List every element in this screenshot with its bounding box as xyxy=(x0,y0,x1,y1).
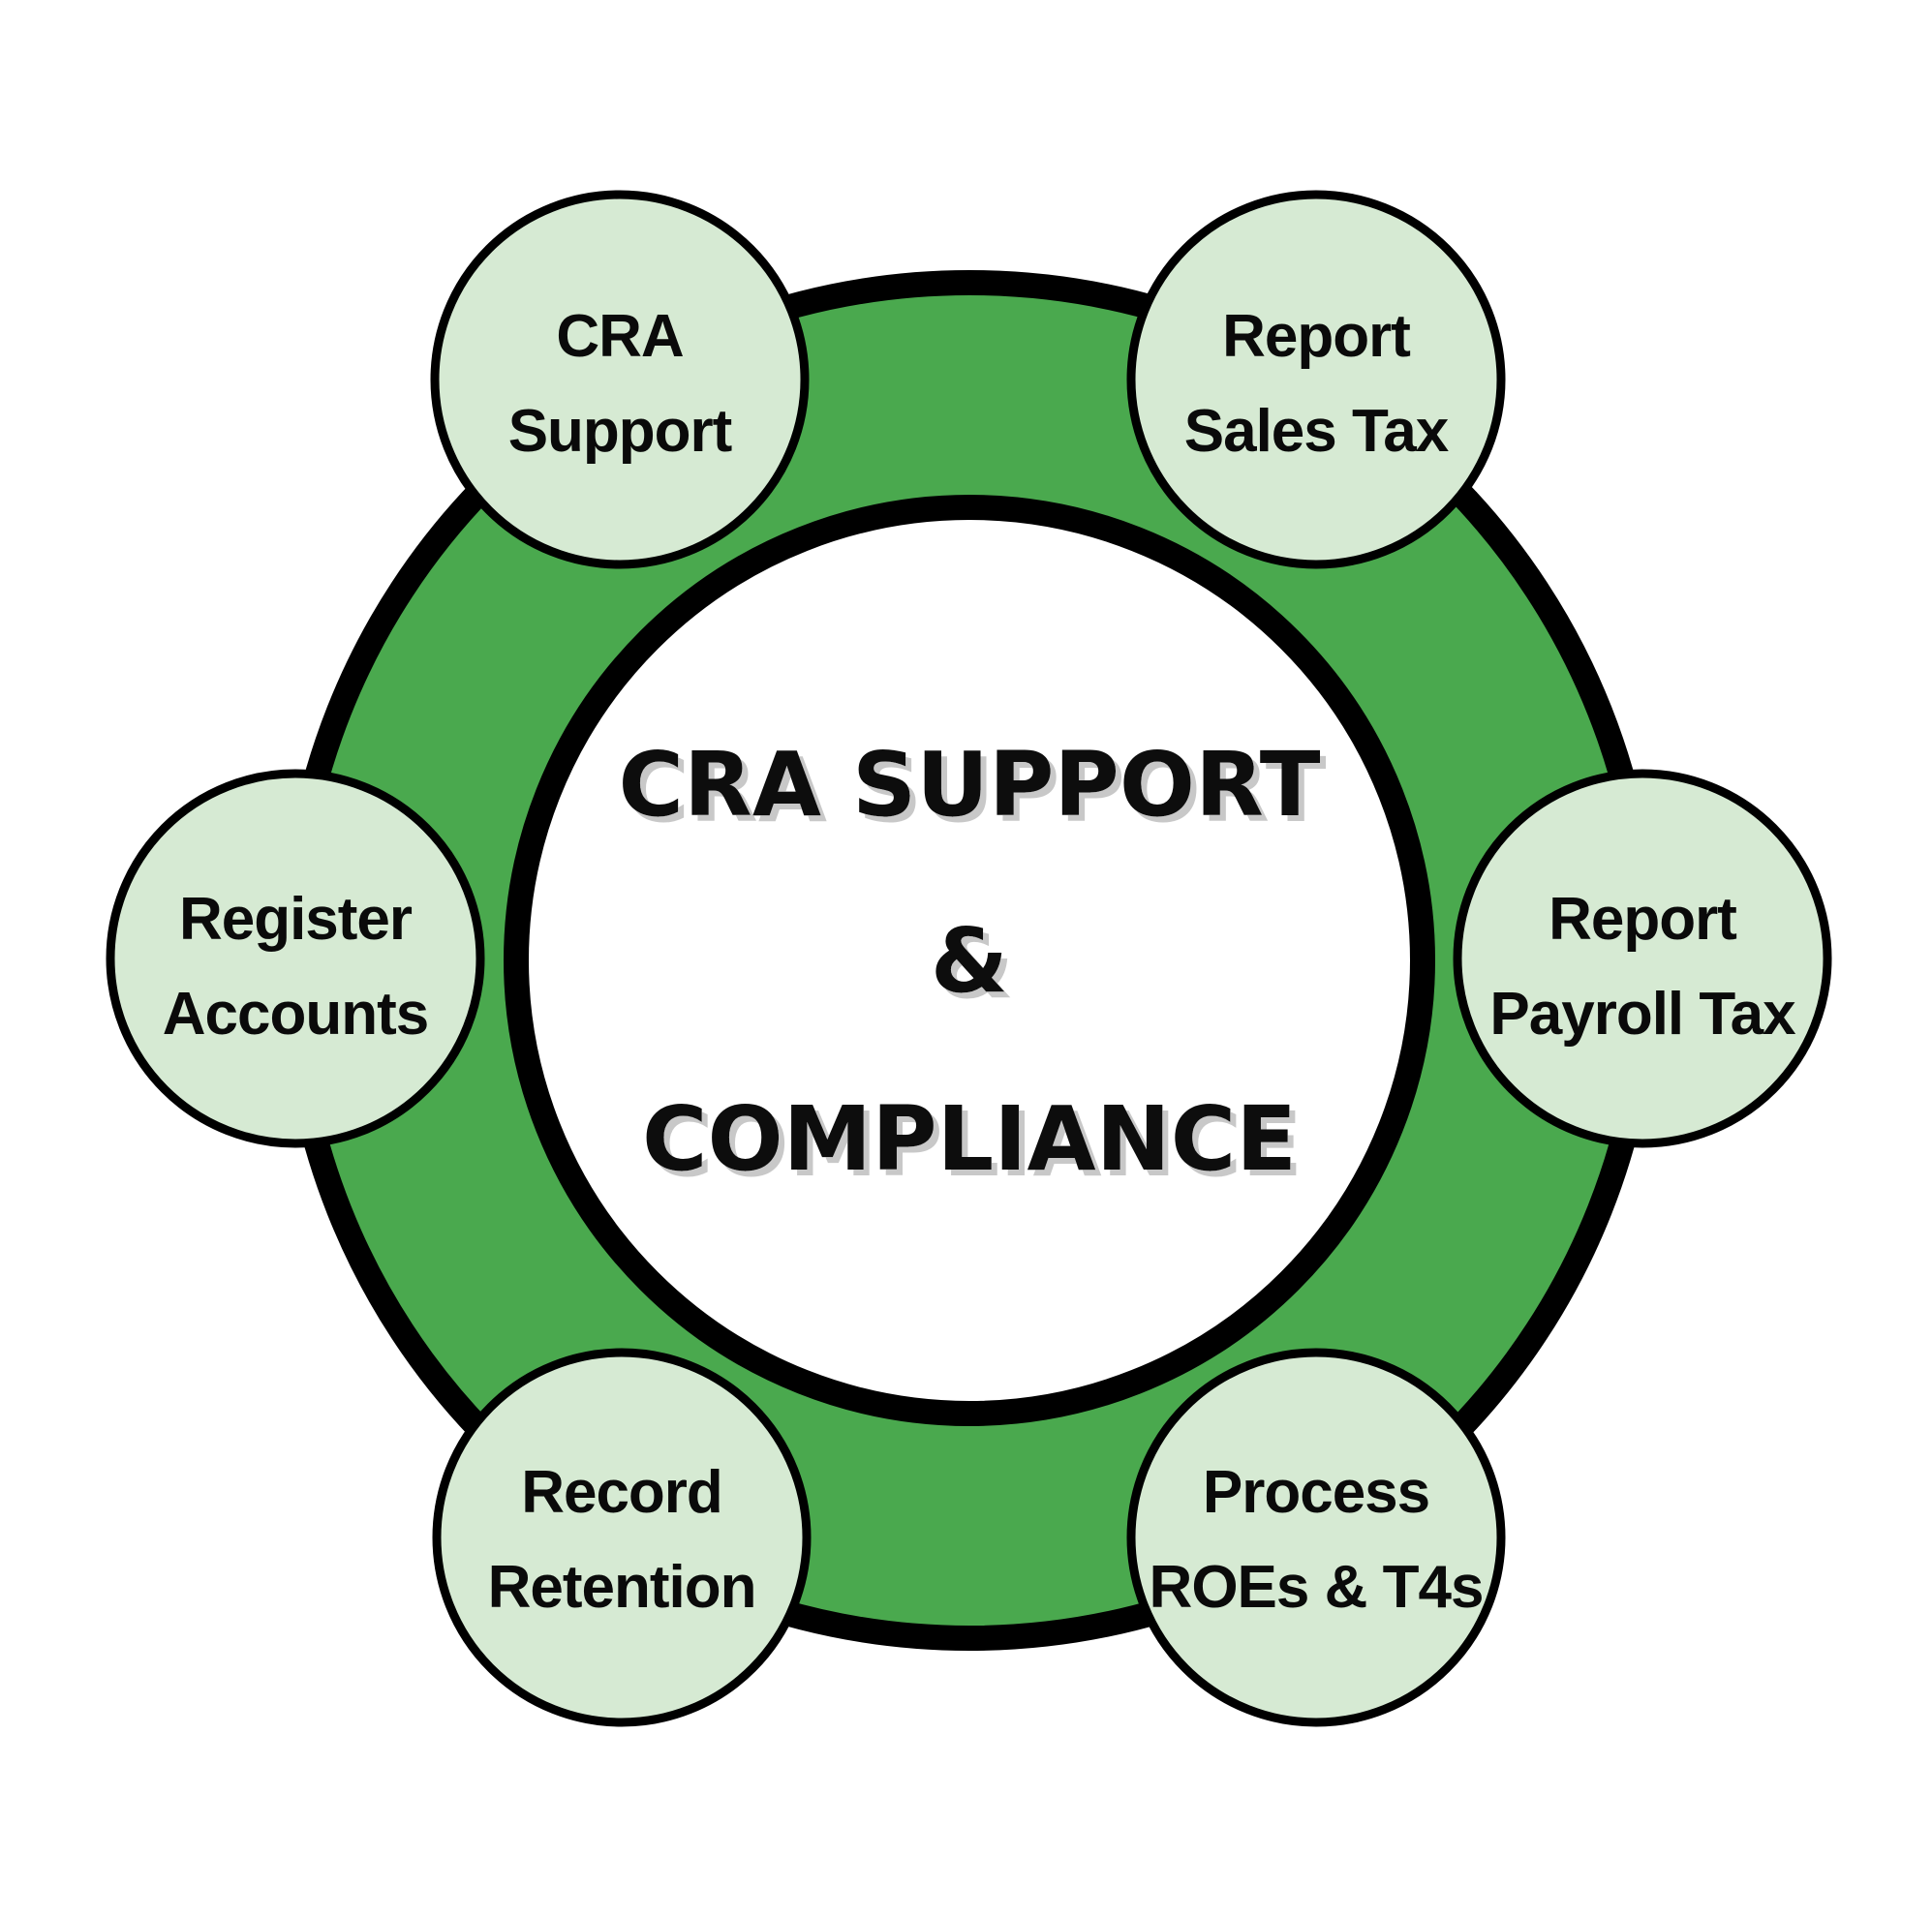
node-label-line-2: Support xyxy=(508,398,732,465)
title-line-3: COMPLIANCE xyxy=(642,1087,1297,1191)
title-line-2: & xyxy=(931,909,1008,1013)
node-label-line-2: Retention xyxy=(488,1554,756,1621)
node-label-line-2: ROEs & T4s xyxy=(1150,1554,1484,1621)
node-process-roes-t4s: Process ROEs & T4s xyxy=(1126,1348,1506,1727)
node-register-accounts: Register Accounts xyxy=(106,769,485,1148)
title-line-1: CRA SUPPORT xyxy=(618,733,1320,837)
node-label-line-1: Record xyxy=(521,1459,722,1526)
node-label-line-1: Register xyxy=(179,886,413,953)
node-report-payroll-tax: Report Payroll Tax xyxy=(1453,769,1832,1148)
node-cra-support: CRA Support xyxy=(430,190,810,569)
node-label-line-1: CRA xyxy=(556,303,684,370)
node-label-line-2: Sales Tax xyxy=(1184,398,1450,465)
node-label-line-1: Report xyxy=(1549,886,1736,953)
node-label-line-1: Report xyxy=(1222,303,1410,370)
node-label-line-1: Process xyxy=(1203,1459,1429,1526)
node-label-line-2: Accounts xyxy=(163,981,428,1048)
center-title: CRA SUPPORT & COMPLIANCE xyxy=(618,733,1320,1191)
node-label-line-2: Payroll Tax xyxy=(1489,981,1796,1048)
inner-circle xyxy=(504,495,1435,1426)
node-record-retention: Record Retention xyxy=(432,1348,812,1727)
node-report-sales-tax: Report Sales Tax xyxy=(1126,190,1506,569)
